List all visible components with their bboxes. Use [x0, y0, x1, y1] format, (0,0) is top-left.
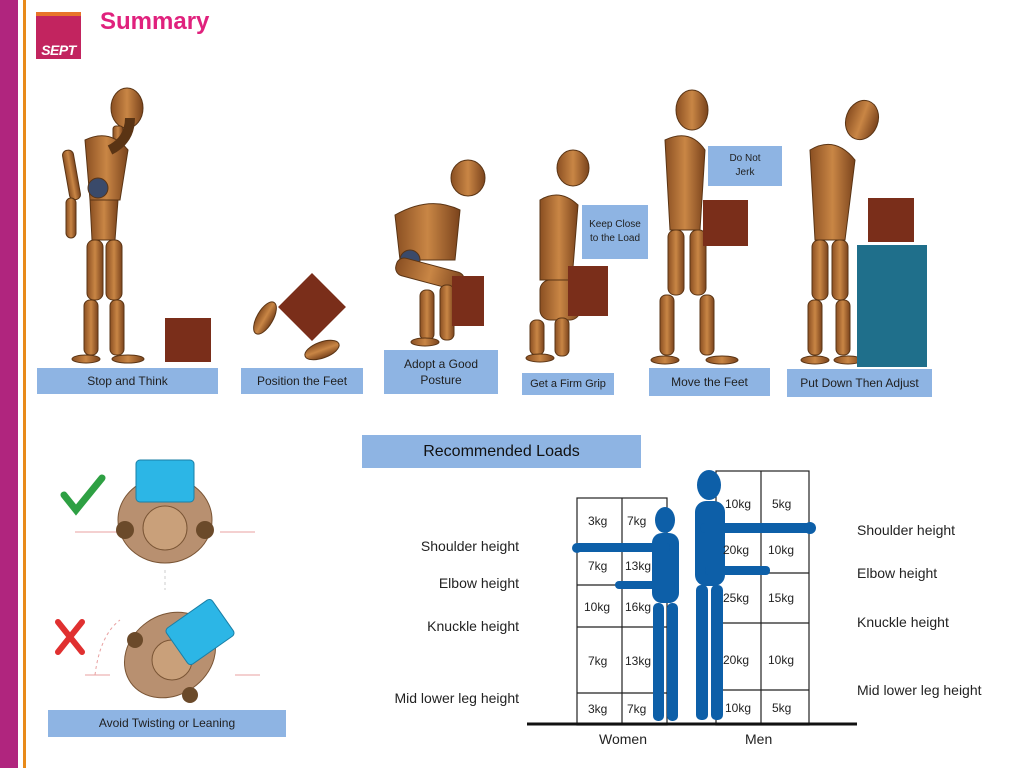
- step-caption-stop-think: Stop and Think: [37, 368, 218, 394]
- men-cell: 15kg: [768, 591, 795, 605]
- women-cell: 7kg: [588, 654, 608, 668]
- men-label: Men: [745, 731, 773, 747]
- step-caption-adopt-posture: Adopt a Good Posture: [384, 350, 498, 394]
- step-caption-firm-grip: Get a Firm Grip: [522, 373, 614, 395]
- men-cell: 10kg: [768, 653, 795, 667]
- mannequin-stop-think: [62, 87, 145, 364]
- men-cell: 5kg: [772, 497, 792, 511]
- men-cell: 5kg: [772, 701, 792, 715]
- recommended-loads-title: Recommended Loads: [362, 435, 641, 468]
- height-label-left: Elbow height: [438, 575, 519, 591]
- load-box-1: [165, 318, 211, 362]
- women-cell: 13kg: [625, 559, 652, 573]
- feet-diagram: [253, 301, 340, 361]
- twisting-caption: Avoid Twisting or Leaning: [48, 710, 286, 737]
- load-box-5: [703, 200, 748, 246]
- mannequin-crouch: [394, 159, 486, 347]
- lifting-steps-illustration: [62, 87, 927, 367]
- men-cell: 10kg: [768, 543, 795, 557]
- twisting-illustration: [55, 459, 260, 703]
- load-box-6: [868, 198, 914, 242]
- sept-logo: [36, 12, 81, 59]
- height-label-right: Elbow height: [857, 565, 938, 581]
- mannequin-put-down: [800, 99, 880, 365]
- women-cell: 10kg: [584, 600, 611, 614]
- men-cell: 20kg: [723, 653, 750, 667]
- women-cell: 3kg: [588, 514, 608, 528]
- height-label-left: Mid lower leg height: [394, 690, 519, 706]
- mannequin-move: [650, 89, 739, 365]
- height-label-right: Knuckle height: [857, 614, 949, 630]
- left-accent-line: [23, 0, 26, 768]
- women-label: Women: [599, 731, 647, 747]
- table-block: [857, 245, 927, 367]
- women-cell: 7kg: [627, 514, 647, 528]
- height-label-left: Shoulder height: [420, 538, 519, 554]
- sept-logo-stripe: [36, 12, 81, 16]
- page-title: Summary: [100, 8, 210, 35]
- men-cell: 25kg: [723, 591, 750, 605]
- women-cell: 7kg: [627, 702, 647, 716]
- load-box-4: [568, 266, 608, 316]
- check-icon: [60, 474, 106, 516]
- women-cell: 7kg: [588, 559, 608, 573]
- women-cell: 16kg: [625, 600, 652, 614]
- cross-icon: [55, 619, 85, 655]
- height-label-right: Mid lower leg height: [857, 682, 982, 698]
- men-cell: 10kg: [725, 497, 752, 511]
- height-label-right: Shoulder height: [857, 522, 956, 538]
- load-box-3: [452, 276, 484, 326]
- load-box-2: [278, 273, 346, 341]
- step-caption-position-feet: Position the Feet: [241, 368, 363, 394]
- left-accent-bar: [0, 0, 18, 768]
- men-cell: 20kg: [723, 543, 750, 557]
- women-cell: 13kg: [625, 654, 652, 668]
- step-caption-move-feet: Move the Feet: [649, 368, 770, 396]
- note-do-not-jerk: Do Not Jerk: [708, 146, 782, 186]
- women-cell: 3kg: [588, 702, 608, 716]
- step-caption-put-down: Put Down Then Adjust: [787, 369, 932, 397]
- mannequin-grip: [525, 149, 590, 363]
- height-label-left: Knuckle height: [427, 618, 519, 634]
- men-cell: 10kg: [725, 701, 752, 715]
- women-silhouette: [572, 507, 679, 721]
- men-silhouette: [695, 470, 816, 720]
- sept-logo-text: SEPT: [41, 42, 76, 58]
- note-keep-close: Keep Close to the Load: [582, 205, 648, 259]
- recommended-loads-grid: [527, 470, 857, 726]
